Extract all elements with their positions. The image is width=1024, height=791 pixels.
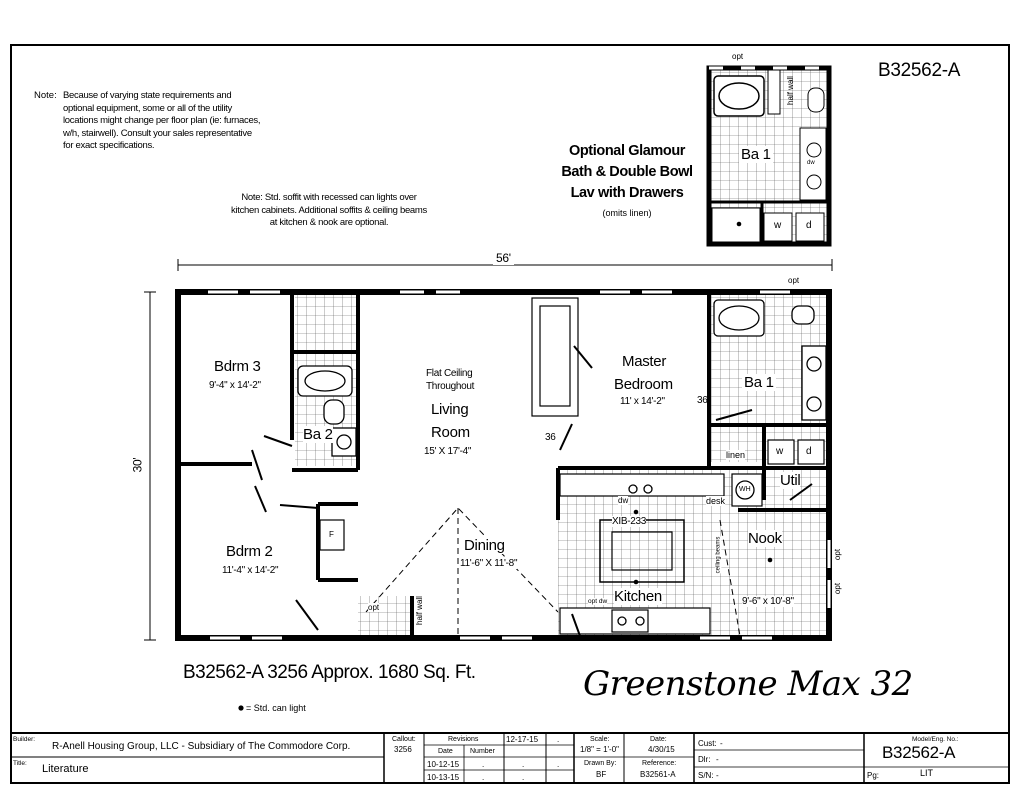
room-master-2: Bedroom	[614, 376, 673, 393]
dishwasher-label: dw	[618, 496, 629, 505]
room-living-1: Living	[431, 401, 469, 418]
dlr-value: -	[716, 755, 719, 764]
opt-dw-label: opt dw	[588, 598, 608, 605]
approx-area: B32562-A 3256 Approx. 1680 Sq. Ft.	[183, 662, 476, 683]
variation-note-label: Note:	[34, 90, 57, 101]
callout-label: Callout:	[392, 736, 416, 743]
room-living-2: Room	[431, 424, 470, 441]
sn-value: -	[716, 771, 719, 780]
dryer-label: d	[806, 446, 812, 457]
builder-label: Builder:	[13, 736, 36, 743]
ceiling-dash-lines	[365, 507, 741, 637]
water-heater-label: WH	[739, 486, 751, 493]
optional-bath-subtitle: (omits linen)	[602, 208, 652, 218]
island-label: XIB-233	[612, 516, 647, 527]
inset-bath-label: Ba 1	[739, 146, 773, 163]
room-bdrm3: Bdrm 3	[214, 358, 261, 375]
fixtures	[297, 299, 827, 626]
rev-date-header: Date	[438, 748, 453, 755]
soffit-note: Note: Std. soffit with recessed can ligh…	[231, 192, 427, 228]
rev-dot-4: .	[522, 773, 525, 782]
room-kitchen: Kitchen	[614, 588, 662, 605]
cust-value: -	[720, 739, 723, 748]
interior-walls	[178, 292, 829, 638]
date-value: 4/30/15	[648, 745, 675, 754]
doors	[251, 345, 813, 637]
rev-dot-2: .	[482, 773, 485, 782]
model-eng-value: B32562-A	[882, 743, 956, 762]
sn-label: S/N:	[698, 771, 714, 780]
rev-date-2: 10-13-15	[427, 773, 460, 782]
model-eng-label: Model/Eng. No.:	[912, 736, 959, 743]
rev-top-date: 12-17-15	[506, 735, 539, 744]
rev-dot-3: .	[522, 760, 525, 769]
can-light-legend: = Std. can light	[246, 703, 306, 713]
inset-dw: dw	[807, 160, 815, 166]
rev-dot-6: .	[557, 760, 560, 769]
cust-label: Cust:	[698, 739, 717, 748]
can-lights	[238, 221, 773, 711]
reference-value: B32561-A	[640, 770, 676, 779]
rev-date-1: 10-12-15	[427, 760, 460, 769]
drawn-value: BF	[596, 770, 607, 779]
cabinets	[319, 297, 825, 635]
room-bdrm2: Bdrm 2	[226, 543, 273, 560]
room-nook-size: 9'-6" x 10'-8"	[742, 596, 794, 607]
rev-number-header: Number	[470, 748, 495, 755]
living-ceiling-2: Throughout	[426, 381, 475, 392]
room-master-1: Master	[622, 353, 667, 370]
opt-label-inset: opt	[732, 52, 744, 61]
opt-label-top: opt	[788, 276, 800, 285]
inset-dryer: d	[806, 220, 812, 231]
room-living-size: 15' X 17'-4"	[424, 446, 472, 457]
fridge-label: F	[329, 530, 334, 539]
room-dining-size: 11'-6" X 11'-8"	[460, 558, 518, 569]
page-label: Pg:	[867, 771, 880, 780]
callout-value: 3256	[394, 745, 412, 754]
revisions-label: Revisions	[448, 736, 479, 743]
room-bdrm3-size: 9'-4" x 14'-2"	[209, 380, 261, 391]
room-bdrm2-size: 11'-4" x 14'-2"	[222, 565, 279, 576]
inset-washer: w	[774, 220, 782, 231]
optional-bath-title-3: Lav with Drawers	[570, 185, 684, 201]
scale-label: Scale:	[590, 736, 610, 743]
builder-value: R-Anell Housing Group, LLC - Subsidiary …	[52, 741, 351, 752]
model-code: B32562-A	[878, 60, 961, 81]
scale-value: 1/8" = 1'-0"	[580, 745, 620, 754]
date-label: Date:	[650, 736, 667, 743]
washer-label: w	[776, 446, 784, 457]
rev-dot-5: .	[557, 735, 560, 744]
dlr-label: Dlr:	[698, 755, 711, 764]
reference-label: Reference:	[642, 760, 677, 767]
title-label: Title:	[13, 760, 27, 767]
room-nook: Nook	[748, 530, 782, 547]
rev-dot-1: .	[482, 760, 485, 769]
room-master-size: 11' x 14'-2"	[620, 396, 665, 407]
variation-note: Because of varying state requirements an…	[63, 90, 261, 151]
desk-label: desk	[706, 496, 726, 506]
door-36-living: 36	[545, 432, 556, 443]
optional-bath-title-1: Optional Glamour	[568, 143, 686, 159]
overall-dimension-lines	[144, 259, 833, 641]
linen-label: linen	[726, 450, 746, 460]
room-util: Util	[780, 472, 801, 489]
room-ba2: Ba 2	[303, 426, 333, 443]
brand-name: Greenstone Max 32	[583, 664, 913, 704]
living-ceiling-1: Flat Ceiling	[426, 368, 473, 379]
page-value: LIT	[920, 768, 934, 778]
door-36-master: 36	[697, 395, 708, 406]
drawn-label: Drawn By:	[584, 760, 617, 767]
title-value: Literature	[42, 763, 89, 775]
room-ba1: Ba 1	[742, 374, 776, 391]
opt-label-hall: opt	[368, 603, 380, 612]
room-dining: Dining	[464, 537, 505, 554]
width-dimension: 56'	[493, 251, 514, 265]
drawing-sheet	[10, 44, 1010, 784]
optional-bath-title-2: Bath & Double Bowl	[561, 164, 693, 180]
